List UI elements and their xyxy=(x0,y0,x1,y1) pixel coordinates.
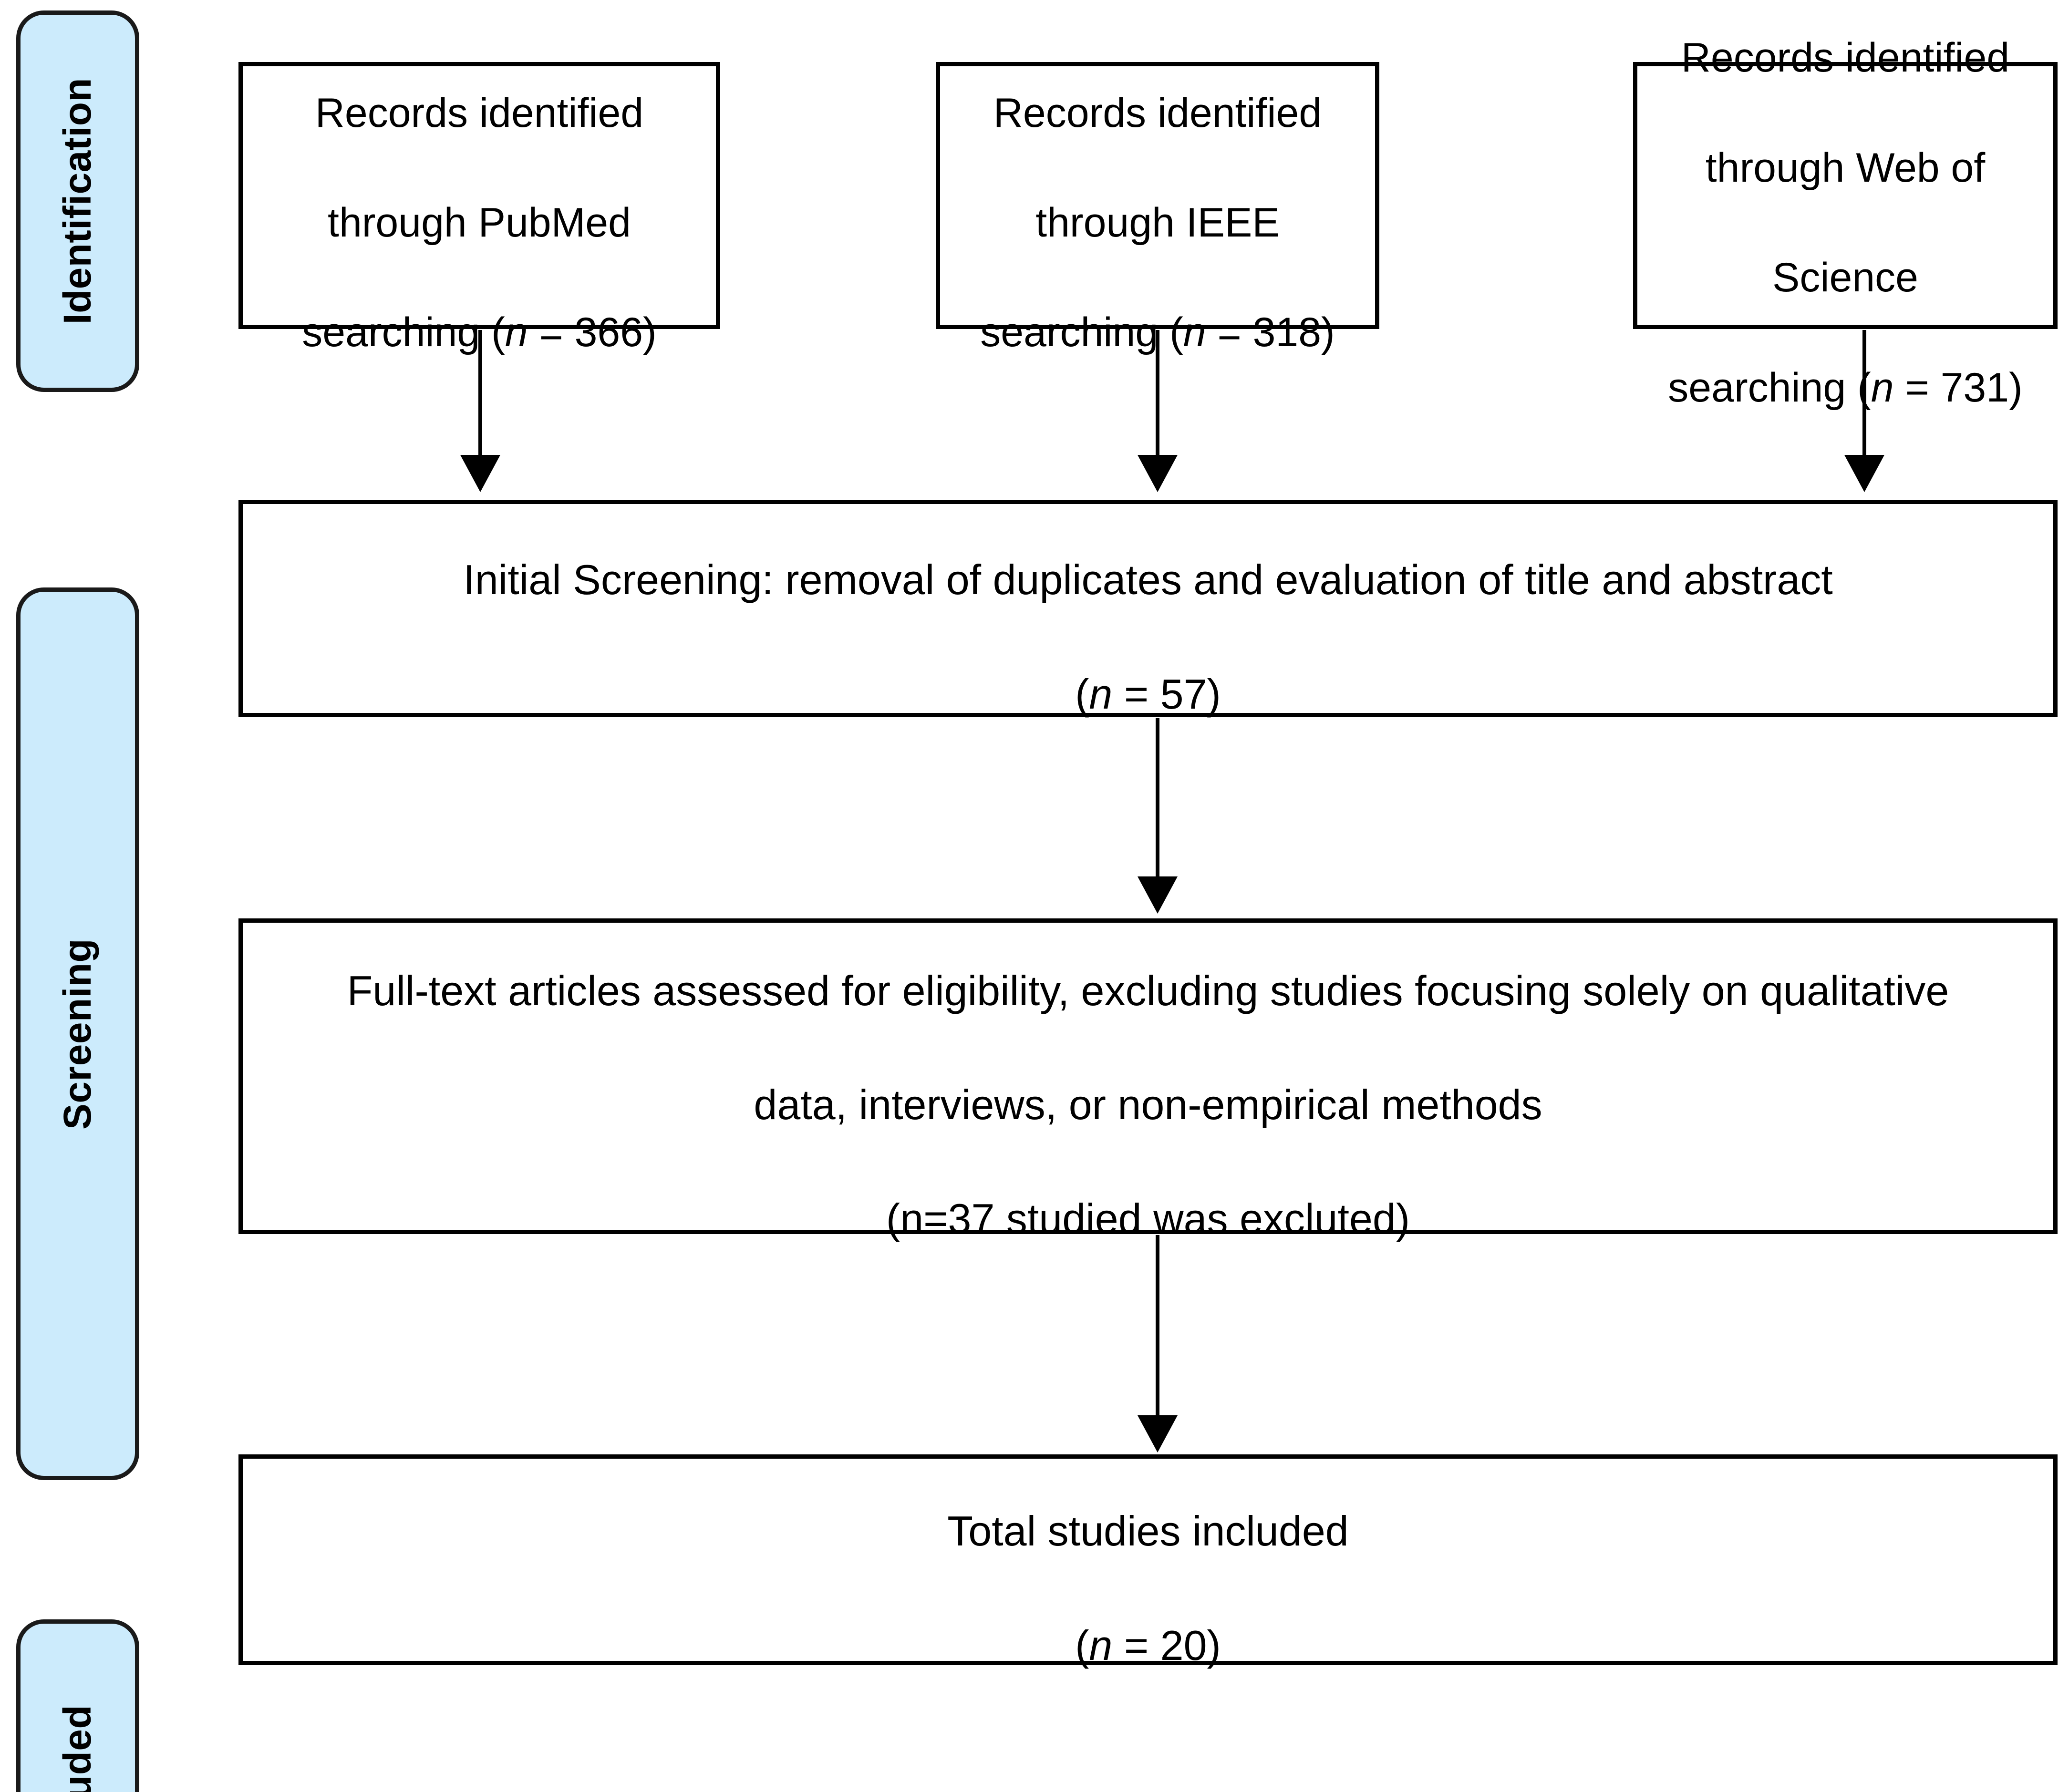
stage-pill-screening: Screening xyxy=(16,587,139,1480)
box-full-text-eligibility: Full-text articles assessed for eligibil… xyxy=(238,918,2058,1242)
box-total-studies-included-text: Total studies included (n = 20) xyxy=(939,1446,1357,1674)
arrow-ieee-to-initial-screening xyxy=(1138,330,1178,492)
arrow-shaft xyxy=(478,330,482,455)
box-total-studies-included: Total studies included (n = 20) xyxy=(238,1454,2058,1669)
arrow-full-text-to-total-included xyxy=(1138,1235,1178,1452)
arrow-head-icon xyxy=(1138,1415,1178,1452)
pubmed-line2: through PubMed xyxy=(328,200,631,246)
wos-line4-prefix: searching ( xyxy=(1668,364,1871,411)
box-records-ieee: Records identified through IEEE searchin… xyxy=(936,62,1379,355)
full-text-line3: (n=37 studied was excluted) xyxy=(886,1195,1410,1243)
arrow-head-icon xyxy=(460,455,500,492)
stage-label-included: Included xyxy=(56,1705,99,1792)
arrow-shaft xyxy=(1862,330,1866,455)
box-records-pubmed: Records identified through PubMed search… xyxy=(238,62,720,355)
wos-line4-suffix: = 731) xyxy=(1893,364,2023,411)
initial-screening-line2-suffix: = 57) xyxy=(1112,670,1221,718)
total-included-line2-prefix: ( xyxy=(1075,1621,1089,1669)
arrow-head-icon xyxy=(1138,455,1178,492)
pubmed-n-symbol: n xyxy=(505,309,528,356)
total-included-line2-suffix: = 20) xyxy=(1112,1621,1221,1669)
box-records-ieee-text: Records identified through IEEE searchin… xyxy=(972,31,1343,360)
ieee-line3-prefix: searching ( xyxy=(980,309,1183,356)
pubmed-line3-suffix: = 366) xyxy=(528,309,657,356)
arrow-head-icon xyxy=(1844,455,1884,492)
ieee-n-symbol: n xyxy=(1183,309,1206,356)
stage-pill-included: Included xyxy=(16,1619,139,1792)
box-records-web-of-science-text: Records identified through Web of Scienc… xyxy=(1659,0,2031,415)
arrow-initial-screening-to-full-text xyxy=(1138,718,1178,914)
stage-label-screening: Screening xyxy=(56,938,99,1130)
initial-screening-n-symbol: n xyxy=(1089,670,1113,718)
arrow-head-icon xyxy=(1138,876,1178,914)
wos-n-symbol: n xyxy=(1871,364,1894,411)
initial-screening-line2-prefix: ( xyxy=(1075,670,1089,718)
arrow-shaft xyxy=(1156,718,1159,876)
arrow-shaft xyxy=(1156,1235,1159,1415)
wos-line1: Records identified xyxy=(1681,35,2010,81)
initial-screening-line1: Initial Screening: removal of duplicates… xyxy=(463,556,1833,604)
full-text-line2: data, interviews, or non-empirical metho… xyxy=(754,1081,1542,1128)
stage-label-identification: Identification xyxy=(56,78,99,325)
pubmed-line3-prefix: searching ( xyxy=(302,309,505,356)
wos-line2: through Web of xyxy=(1705,144,1986,191)
ieee-line1: Records identified xyxy=(993,90,1322,136)
box-initial-screening: Initial Screening: removal of duplicates… xyxy=(238,500,2058,718)
arrow-shaft xyxy=(1156,330,1159,455)
box-records-web-of-science: Records identified through Web of Scienc… xyxy=(1633,35,2058,411)
ieee-line3-suffix: = 318) xyxy=(1206,309,1335,356)
total-included-n-symbol: n xyxy=(1089,1621,1113,1669)
arrow-wos-to-initial-screening xyxy=(1844,330,1884,492)
total-included-line1: Total studies included xyxy=(947,1507,1349,1555)
stage-pill-identification: Identification xyxy=(16,10,139,392)
box-records-pubmed-text: Records identified through PubMed search… xyxy=(293,31,665,360)
ieee-line2: through IEEE xyxy=(1035,200,1280,246)
full-text-line1: Full-text articles assessed for eligibil… xyxy=(347,967,1949,1014)
box-full-text-eligibility-text: Full-text articles assessed for eligibil… xyxy=(339,905,1958,1247)
box-initial-screening-text: Initial Screening: removal of duplicates… xyxy=(455,494,1841,723)
wos-line3: Science xyxy=(1772,255,1918,301)
arrow-pubmed-to-initial-screening xyxy=(460,330,500,492)
pubmed-line1: Records identified xyxy=(315,90,644,136)
